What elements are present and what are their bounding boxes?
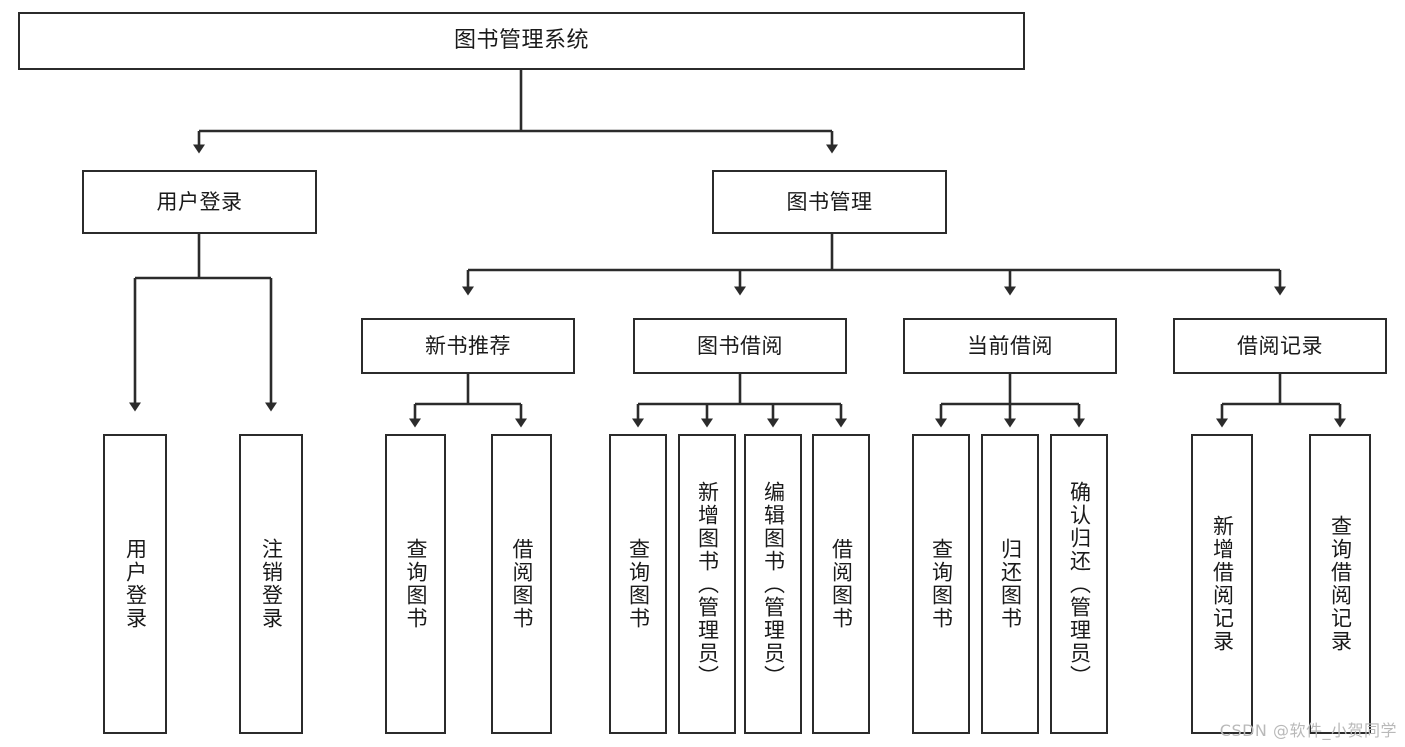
node-label: 查询图书 (929, 538, 954, 630)
node-leaf-query-borrow-record[interactable]: 查询借阅记录 (1309, 434, 1371, 734)
node-label: 编辑图书（管理员） (761, 480, 786, 688)
node-label: 查询图书 (404, 538, 428, 630)
node-leaf-add-borrow-record[interactable]: 新增借阅记录 (1191, 434, 1253, 734)
node-label: 用户登录 (123, 538, 148, 630)
node-label: 查询图书 (626, 538, 651, 630)
node-book-borrowing[interactable]: 图书借阅 (633, 318, 847, 374)
node-leaf-return-book[interactable]: 归还图书 (981, 434, 1039, 734)
node-leaf-borrow-book[interactable]: 借阅图书 (812, 434, 870, 734)
node-borrowing-record[interactable]: 借阅记录 (1173, 318, 1387, 374)
node-label: 借阅图书 (829, 538, 854, 630)
node-label: 图书管理系统 (453, 28, 589, 54)
node-leaf-add-book-admin[interactable]: 新增图书（管理员） (678, 434, 736, 734)
node-label: 用户登录 (156, 189, 243, 214)
node-leaf-query-book-borrow[interactable]: 查询图书 (609, 434, 667, 734)
node-new-book-recommendation[interactable]: 新书推荐 (361, 318, 575, 374)
node-label: 注销登录 (259, 538, 284, 630)
node-label: 新增图书（管理员） (695, 480, 720, 688)
node-label: 借阅记录 (1237, 333, 1323, 358)
node-label: 新增借阅记录 (1210, 515, 1235, 653)
node-root-book-management-system[interactable]: 图书管理系统 (18, 12, 1025, 70)
node-label: 借阅图书 (510, 538, 534, 630)
node-user-login[interactable]: 用户登录 (82, 170, 317, 234)
csdn-watermark: CSDN @软件_小贺同学 (1219, 721, 1397, 740)
node-label: 新书推荐 (425, 333, 511, 358)
node-leaf-logout[interactable]: 注销登录 (239, 434, 303, 734)
node-label: 图书管理 (786, 189, 873, 214)
node-book-management[interactable]: 图书管理 (712, 170, 947, 234)
node-leaf-borrow-book-recommend[interactable]: 借阅图书 (491, 434, 552, 734)
node-label: 确认归还（管理员） (1067, 480, 1092, 688)
node-label: 查询借阅记录 (1328, 515, 1353, 653)
node-leaf-query-book-current[interactable]: 查询图书 (912, 434, 970, 734)
node-leaf-confirm-return-admin[interactable]: 确认归还（管理员） (1050, 434, 1108, 734)
node-label: 归还图书 (998, 538, 1023, 630)
node-label: 当前借阅 (967, 333, 1053, 358)
node-leaf-edit-book-admin[interactable]: 编辑图书（管理员） (744, 434, 802, 734)
node-leaf-query-book-recommend[interactable]: 查询图书 (385, 434, 446, 734)
node-current-borrowing[interactable]: 当前借阅 (903, 318, 1117, 374)
node-leaf-user-login[interactable]: 用户登录 (103, 434, 167, 734)
node-label: 图书借阅 (697, 333, 783, 358)
